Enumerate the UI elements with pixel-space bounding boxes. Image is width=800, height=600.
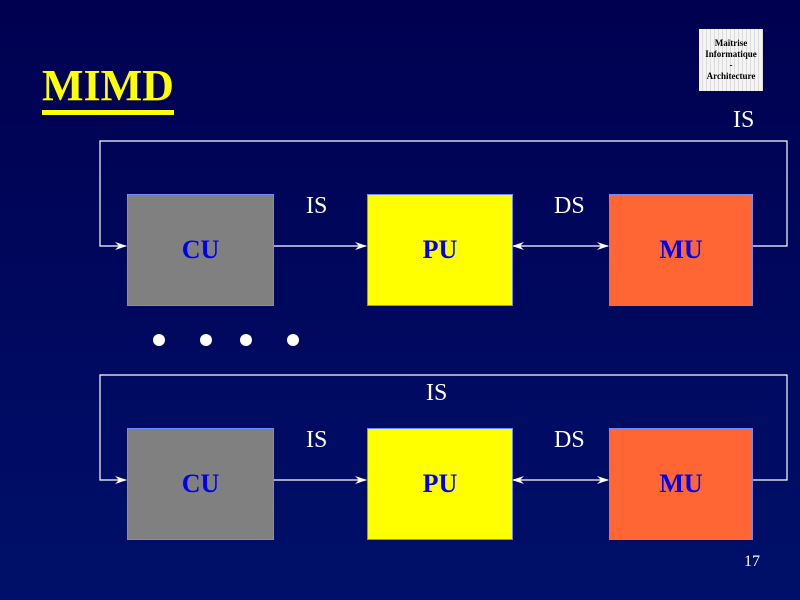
ellipsis-dot (287, 334, 299, 346)
bottom-ds-label: DS (554, 427, 585, 453)
page-number: 17 (744, 553, 760, 570)
logo: Maîtrise Informatique - Architecture (699, 29, 763, 91)
top-ds-label: DS (554, 193, 585, 219)
bottom-loop-label: IS (426, 380, 448, 406)
top-mu-box: MU (609, 194, 753, 306)
ellipsis-dot (240, 334, 252, 346)
top-loop-arrow (99, 140, 788, 250)
logo-line: Architecture (706, 71, 756, 81)
slide-title: MIMD (42, 64, 174, 115)
logo-line: Maîtrise (714, 38, 748, 48)
top-cu-box: CU (127, 194, 274, 306)
top-loop-label: IS (733, 107, 755, 133)
ellipsis-dot (153, 334, 165, 346)
bottom-is-label: IS (306, 427, 328, 453)
ellipsis-dot (200, 334, 212, 346)
logo-line: Informatique (705, 49, 757, 59)
top-is-label: IS (306, 193, 328, 219)
bottom-cu-box: CU (127, 428, 274, 540)
logo-line: - (729, 60, 733, 70)
top-pu-box: PU (367, 194, 513, 306)
bottom-pu-box: PU (367, 428, 513, 540)
bottom-loop-arrow (99, 374, 788, 484)
bottom-mu-box: MU (609, 428, 753, 540)
